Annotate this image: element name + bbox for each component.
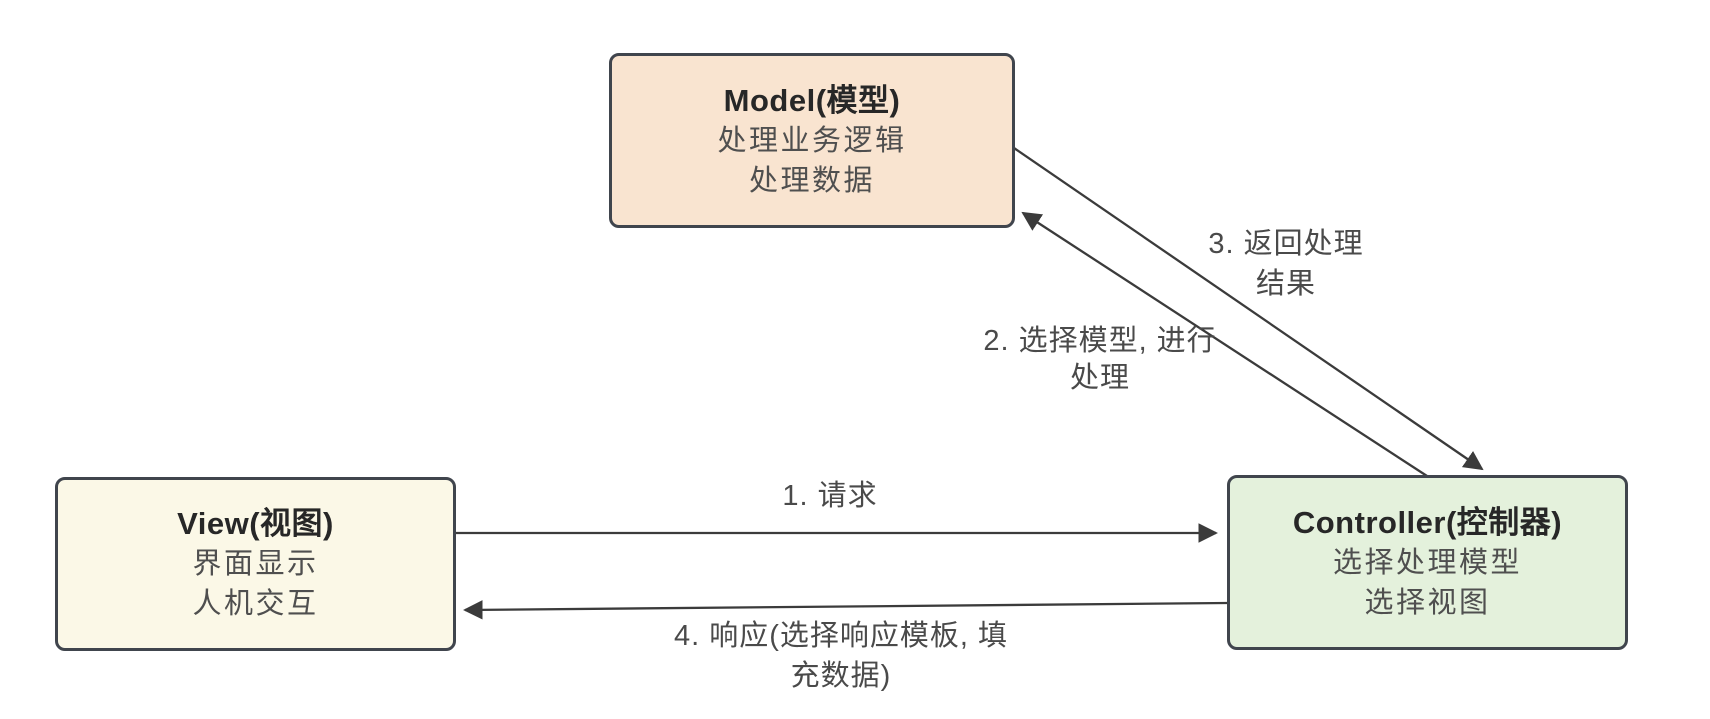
edge-label-request-line-1: 1. 请求: [782, 480, 878, 512]
edge-label-response-line-2: 充数据): [790, 660, 892, 692]
edge-label-response-line-1: 4. 响应(选择响应模板, 填: [673, 620, 1009, 652]
arrow-return-result: [1013, 147, 1484, 471]
edge-label-request: 1. 请求: [782, 480, 877, 513]
edge-label-select-model-line-2: 处理: [1069, 362, 1131, 394]
node-controller-line-2: 选择视图: [1364, 586, 1491, 619]
arrow-response: [463, 600, 1228, 620]
node-view: View(视图) 界面显示 人机交互: [55, 477, 456, 651]
edge-label-return-result-line-2: 结果: [1255, 268, 1316, 300]
node-view-line-1: 界面显示: [192, 548, 319, 580]
node-model-line-2: 处理数据: [748, 164, 875, 197]
edge-label-select-model-line-1: 2. 选择模型, 进行: [983, 325, 1217, 357]
node-controller-title: Controller(控制器): [1292, 504, 1563, 540]
edge-label-return-result: 3. 返回处理 结果: [1208, 224, 1363, 304]
node-model-line-1: 处理业务逻辑: [717, 124, 907, 157]
node-controller: Controller(控制器) 选择处理模型 选择视图: [1227, 475, 1628, 650]
edge-label-response: 4. 响应(选择响应模板, 填 充数据): [674, 616, 1008, 696]
node-controller-line-1: 选择处理模型: [1332, 546, 1522, 579]
node-model-title: Model(模型): [723, 82, 901, 118]
edge-label-select-model: 2. 选择模型, 进行 处理: [983, 323, 1216, 397]
node-view-line-2: 人机交互: [192, 588, 319, 620]
node-view-title: View(视图): [177, 506, 334, 541]
edge-label-return-result-line-1: 3. 返回处理: [1208, 228, 1364, 260]
node-model: Model(模型) 处理业务逻辑 处理数据: [609, 53, 1015, 228]
